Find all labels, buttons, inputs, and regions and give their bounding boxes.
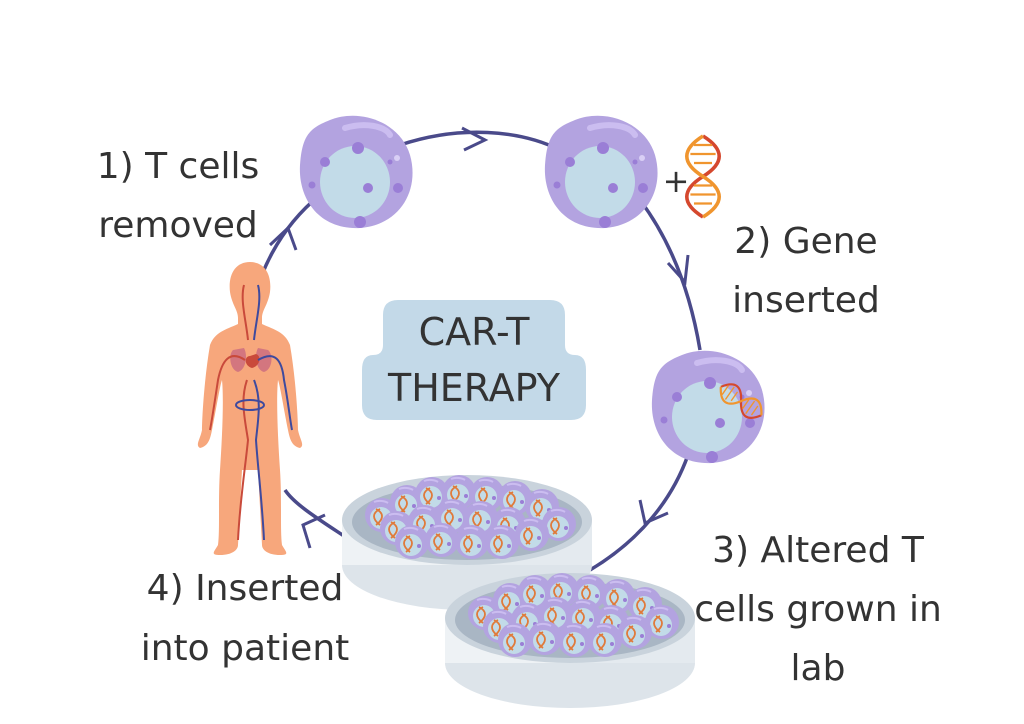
- petri-dish-icon: [445, 573, 695, 708]
- center-title-box: [362, 300, 586, 420]
- step-2-label: 2) Gene inserted: [732, 221, 880, 321]
- step-3-label: 3) Altered T cells grown in lab: [694, 530, 942, 689]
- t-cell-icon: [300, 116, 413, 228]
- step-4-line-2: into patient: [141, 628, 350, 669]
- plus-sign: +: [663, 162, 690, 200]
- arrowhead-icon: [268, 126, 690, 549]
- step-2-line-1: 2) Gene: [734, 221, 877, 262]
- step-4-line-1: 4) Inserted: [147, 568, 344, 609]
- t-cell-icon: [545, 116, 658, 228]
- step-3-line-2: cells grown in: [694, 589, 942, 630]
- dna-icon: [684, 134, 722, 219]
- step-1-label: 1) T cells removed: [97, 146, 260, 246]
- step-1-line-2: removed: [98, 205, 258, 246]
- step-2-line-2: inserted: [732, 280, 880, 321]
- modified-t-cell-icon: [652, 351, 769, 463]
- center-title-line-1: CAR-T: [419, 310, 531, 354]
- human-body-icon: [197, 262, 303, 555]
- step-4-label: 4) Inserted into patient: [141, 568, 350, 669]
- step-3-line-3: lab: [791, 648, 846, 689]
- step-1-line-1: 1) T cells: [97, 146, 260, 187]
- step-3-line-1: 3) Altered T: [712, 530, 925, 571]
- center-title-line-2: THERAPY: [387, 366, 561, 410]
